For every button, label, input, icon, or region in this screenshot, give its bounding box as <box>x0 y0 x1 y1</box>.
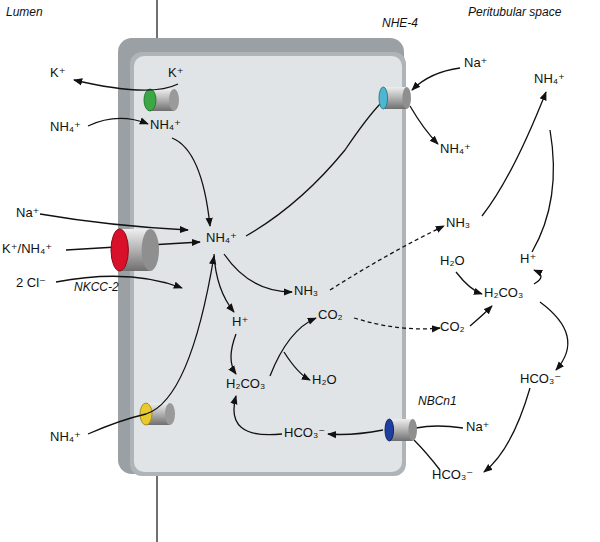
transporter: NBCn1 <box>384 418 418 442</box>
region-label: Peritubular space <box>468 6 561 19</box>
transporter: NKCC-2 <box>110 228 160 272</box>
species-label: NH₄⁺ <box>206 231 237 245</box>
green-channel <box>144 89 179 111</box>
species-label: Na⁺ <box>16 206 39 220</box>
transporter-name: NBCn1 <box>418 394 457 408</box>
transporter: NHE-4 <box>378 86 412 110</box>
species-label: NH₄⁺ <box>440 142 471 156</box>
species-label: NH₄⁺ <box>50 120 81 134</box>
species-label: NH₄⁺ <box>150 118 181 132</box>
cell-rim <box>130 52 406 476</box>
species-label: HCO₃⁻ <box>284 426 325 440</box>
cell-back <box>118 38 404 474</box>
transporter-cylinder <box>378 86 412 110</box>
species-label: CO₂ <box>318 308 343 322</box>
species-label: 2 Cl⁻ <box>16 276 46 290</box>
species-label: K⁺ <box>168 66 184 80</box>
transporter-cylinder <box>110 228 160 272</box>
species-label: HCO₃⁻ <box>520 372 561 386</box>
species-label: H⁺ <box>232 315 248 329</box>
reaction-arrows <box>40 68 568 472</box>
cell-face <box>134 56 402 472</box>
species-label: CO₂ <box>440 320 465 334</box>
species-label: HCO₃⁻ <box>432 468 473 482</box>
species-label: NH₃ <box>294 284 318 298</box>
transporter-cylinder <box>384 418 418 442</box>
species-label: NH₄⁺ <box>50 430 81 444</box>
region-label: Lumen <box>6 6 43 19</box>
transporter-name: NKCC-2 <box>74 280 119 294</box>
species-label: K⁺ <box>50 66 66 80</box>
species-label: Na⁺ <box>464 56 487 70</box>
transporter-name: NHE-4 <box>382 16 418 30</box>
species-label: H₂O <box>312 373 337 387</box>
species-label: NH₄⁺ <box>534 72 565 86</box>
species-label: Na⁺ <box>466 420 489 434</box>
species-label: H₂CO₃ <box>226 377 265 391</box>
species-label: H⁺ <box>520 252 536 266</box>
species-label: H₂CO₃ <box>484 286 523 300</box>
species-label: NH₃ <box>446 216 470 230</box>
species-label: H₂O <box>440 254 465 268</box>
species-label: K⁺/NH₄⁺ <box>2 242 52 256</box>
